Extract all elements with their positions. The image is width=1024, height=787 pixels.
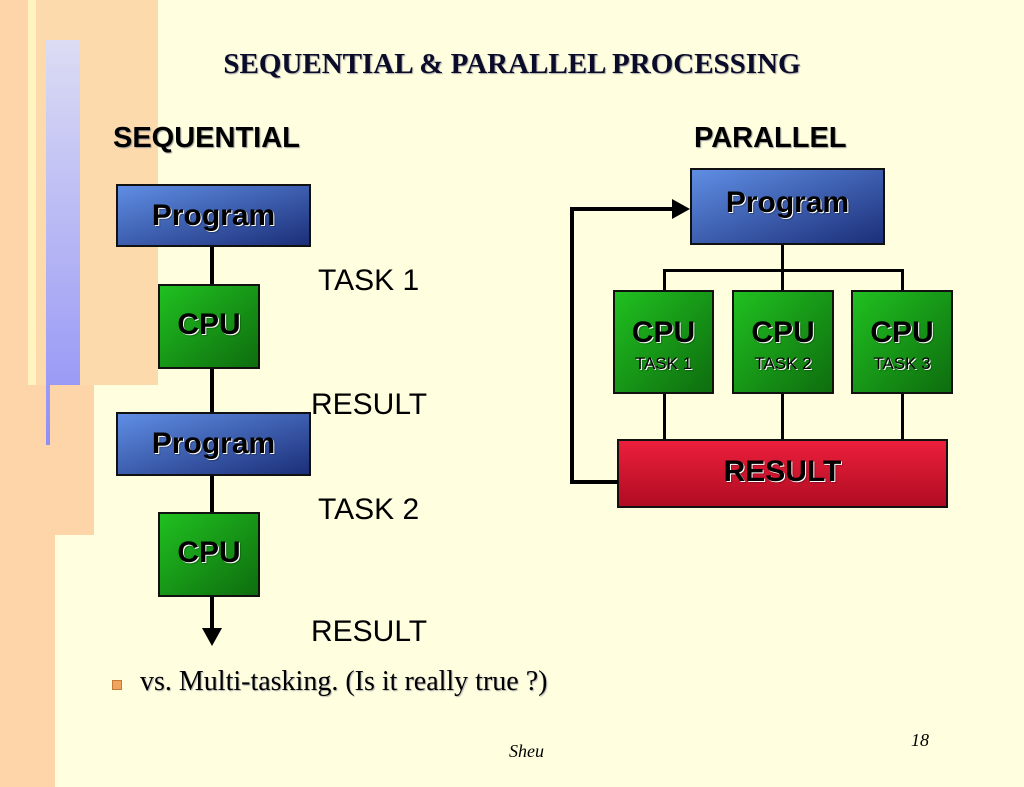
sequential-cpu-box-2: CPU [158, 512, 260, 597]
cpu-task-label: TASK 1 [634, 354, 693, 373]
bullet-text: vs. Multi-tasking. (Is it really true ?) [140, 666, 548, 697]
parallel-result-box: RESULT [617, 439, 948, 508]
sequential-program-box-1: Program [116, 184, 311, 247]
parallel-cpu-box-3: CPU TASK 3 [851, 290, 953, 394]
cpu-label: CPU [177, 536, 241, 569]
parallel-cpu-box-1: CPU TASK 1 [613, 290, 714, 394]
decor-strip-orange-bottom [50, 385, 94, 535]
page-number: 18 [911, 730, 929, 750]
parallel-collect-line-3 [901, 394, 904, 440]
arrow-down-icon [202, 628, 222, 646]
cpu-label: CPU [751, 316, 815, 349]
parallel-collect-line-1 [663, 394, 666, 440]
parallel-branch-line-1 [663, 269, 666, 291]
parallel-distribution-stem [781, 245, 784, 270]
sequential-cpu-box-1: CPU [158, 284, 260, 369]
sequential-result-2-label: RESULT [311, 615, 428, 648]
sequential-heading: SEQUENTIAL [113, 122, 300, 154]
bullet-square-icon [112, 680, 122, 690]
parallel-heading: PARALLEL [694, 122, 847, 154]
cpu-label: CPU [870, 316, 934, 349]
result-label: RESULT [723, 455, 842, 488]
arrow-right-icon [672, 199, 690, 219]
program-label: Program [151, 198, 276, 232]
parallel-branch-line-2 [781, 269, 784, 291]
footer-author: Sheu [509, 741, 544, 761]
sequential-program-box-2: Program [116, 412, 311, 476]
parallel-collect-line-2 [781, 394, 784, 440]
decor-strip-blue [46, 40, 80, 445]
sequential-task-2-label: TASK 2 [318, 493, 420, 526]
sequential-result-1-label: RESULT [311, 388, 428, 421]
parallel-program-box: Program [690, 168, 885, 245]
parallel-branch-line-3 [901, 269, 904, 291]
parallel-cpu-box-2: CPU TASK 2 [732, 290, 834, 394]
slide-title: SEQUENTIAL & PARALLEL PROCESSING [223, 48, 801, 80]
cpu-task-label: TASK 3 [873, 354, 931, 373]
program-label: Program [151, 427, 276, 460]
cpu-label: CPU [631, 316, 696, 349]
sequential-task-1-label: TASK 1 [318, 264, 420, 297]
feedback-line-top [570, 207, 676, 211]
cpu-task-label: TASK 2 [754, 354, 812, 373]
feedback-line-bottom [570, 480, 618, 484]
cpu-label: CPU [177, 308, 241, 341]
program-label: Program [725, 186, 850, 219]
feedback-line-vertical [570, 207, 574, 484]
